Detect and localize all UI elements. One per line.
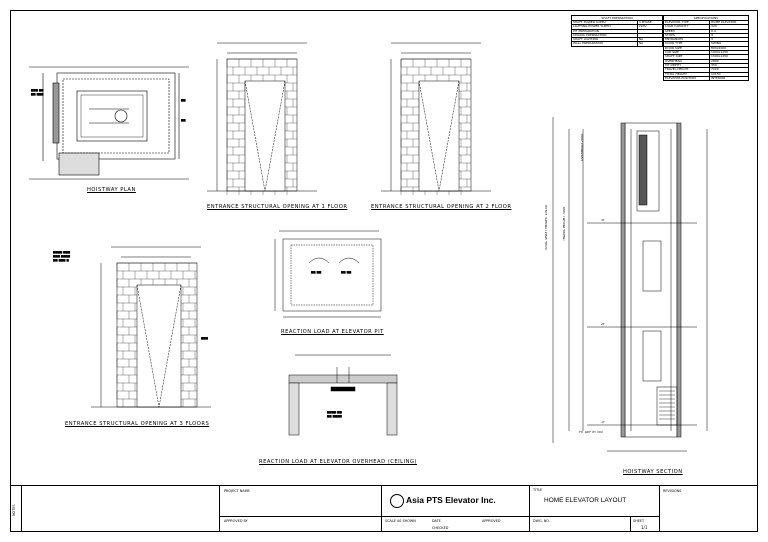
sheet-value: 1/1: [641, 525, 648, 530]
company-name: Asia PTS Elevator Inc.: [406, 495, 496, 505]
hoistway-section-drawing: [552, 117, 708, 452]
svg-text:▆▆▆: ▆▆▆: [200, 336, 209, 340]
spec-value: INTERIOR: [709, 75, 749, 82]
title-block: NOTES PROJECT NAME APPROVED BY Asia PTS …: [11, 485, 757, 532]
project-name-label: PROJECT NAME: [224, 489, 250, 493]
hoistway-plan-caption: HOISTWAY PLAN: [87, 187, 136, 193]
floor-3-label: 3F: [601, 219, 605, 222]
date-label: DATE: [432, 519, 441, 523]
opening-2-caption: ENTRANCE STRUCTURAL OPENING AT 2 FLOOR: [371, 204, 512, 210]
svg-text:▆▆▆ ▆▆▆▆: ▆▆▆ ▆▆▆▆: [52, 254, 71, 258]
notes-label: NOTES: [12, 504, 16, 516]
drawing-title: HOME ELEVATOR LAYOUT: [544, 497, 627, 504]
scale-label: SCALE AS SHOWN: [385, 519, 416, 523]
overhead-load-drawing: ▆▆▆▆ ▆▆▆▆ ▆▆▆▆: [288, 354, 398, 436]
svg-text:▆▆ ▆▆: ▆▆ ▆▆: [340, 270, 352, 274]
svg-text:▆▆▆▆ ▆▆: ▆▆▆▆ ▆▆: [326, 410, 342, 414]
floor-2-label: 2F: [601, 323, 605, 326]
pit-load-caption: REACTION LOAD AT ELEVATOR PIT: [281, 329, 384, 335]
hoistway-plan-drawing: ▆▆▆ ▆▆▆▆ ▆▆▆ ▆▆ ▆▆: [29, 66, 189, 180]
pit-load-drawing: ▆▆ ▆▆ ▆▆ ▆▆: [274, 230, 382, 318]
spec-key: TRAVEL HEIGHT: [662, 67, 711, 73]
pit-depth-label: PIT DEPTH 350: [579, 431, 603, 434]
spec-key: ELEVATOR POSITION: [662, 75, 711, 82]
svg-text:▆▆ ▆▆▆: ▆▆ ▆▆▆: [30, 92, 44, 96]
svg-text:▆▆▆▆ ▆▆▆: ▆▆▆▆ ▆▆▆: [52, 250, 71, 254]
revisions-label: REVISIONS: [663, 489, 682, 493]
spec-key: TOTAL HEIGHT: [662, 71, 711, 77]
sheet-label: SHEET: [633, 519, 645, 523]
opening-3-caption: ENTRANCE STRUCTURAL OPENING AT 3 FLOORS: [65, 421, 210, 427]
overhead-label: OVERHEAD 2800: [581, 133, 584, 161]
checked-label: CHECKED: [432, 526, 449, 530]
title-label: TITLE: [533, 488, 543, 492]
spec-key: ELEVATOR TYPE: [662, 19, 711, 26]
total-height-label: TOTAL SHAFT HEIGHT 10150: [545, 205, 548, 251]
spec-value: NA: [636, 41, 664, 47]
svg-text:▆▆▆ ▆▆: ▆▆▆ ▆▆: [30, 88, 44, 92]
overhead-load-caption: REACTION LOAD AT ELEVATOR OVERHEAD (CEIL…: [259, 459, 418, 465]
hoistway-section-caption: HOISTWAY SECTION: [623, 469, 683, 475]
title-cell: TITLE HOME ELEVATOR LAYOUT DWG. NO. SHEE…: [529, 486, 660, 532]
svg-text:▆▆: ▆▆: [180, 98, 186, 102]
entrance-opening-1-drawing: [207, 42, 317, 195]
project-cell: PROJECT NAME APPROVED BY: [219, 486, 382, 532]
entrance-opening-2-drawing: [381, 42, 491, 195]
company-cell: Asia PTS Elevator Inc. SCALE AS SHOWN DA…: [381, 486, 530, 532]
spec-key: WALL PREPARATION: [571, 41, 638, 47]
notes-cell: NOTES: [11, 486, 21, 532]
svg-text:▆▆ ▆▆: ▆▆ ▆▆: [310, 270, 322, 274]
approved-label: APPROVED: [482, 519, 501, 523]
svg-text:▆▆ ▆▆▆ ▆: ▆▆ ▆▆▆ ▆: [52, 258, 69, 262]
svg-text:▆▆: ▆▆: [180, 118, 186, 122]
spec-value: 3 PHASE: [636, 19, 664, 26]
revisions-cell: REVISIONS: [659, 486, 757, 532]
travel-height-label: TRAVEL HEIGHT 7000: [563, 206, 566, 241]
floor-1-label: 1F: [601, 421, 605, 424]
opening-1-caption: ENTRANCE STRUCTURAL OPENING AT 1 FLOOR: [207, 204, 348, 210]
blank-cell: [21, 486, 219, 532]
svg-text:▆▆ ▆▆▆▆: ▆▆ ▆▆▆▆: [326, 414, 342, 418]
approved-by-label: APPROVED BY: [224, 519, 248, 523]
spec-value: HOME ELEVATOR: [709, 19, 749, 26]
entrance-opening-3-drawing: ▆▆▆▆ ▆▆▆▆▆▆ ▆▆▆▆▆▆ ▆▆▆ ▆ ▆▆▆: [52, 246, 211, 408]
company-logo-icon: [390, 494, 404, 508]
dwg-no-label: DWG. NO.: [533, 519, 550, 523]
spec-key: LOAD CAPACITY: [662, 24, 711, 30]
